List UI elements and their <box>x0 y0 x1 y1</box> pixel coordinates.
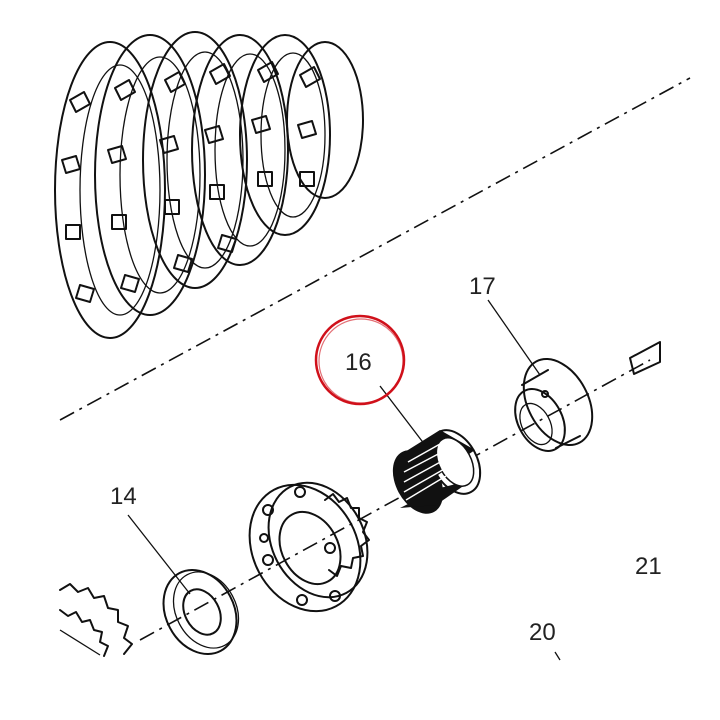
callout-16: 16 <box>345 349 372 376</box>
callout-20: 20 <box>529 619 556 646</box>
highlight-circle <box>314 314 406 406</box>
leader-line-14 <box>127 514 191 595</box>
callout-17: 17 <box>469 273 496 300</box>
clutch-hub-gear <box>248 481 370 613</box>
bushing <box>514 358 594 452</box>
lower-axis-line <box>139 359 651 641</box>
needle-roller-bearing <box>392 429 482 514</box>
leader-line-20 <box>554 651 561 661</box>
callout-21: 21 <box>635 553 662 580</box>
partial-shaft <box>629 341 661 375</box>
thrust-washer <box>162 568 240 656</box>
callout-14: 14 <box>110 483 137 510</box>
partial-gear <box>59 583 133 657</box>
leader-line-17 <box>487 299 541 376</box>
clutch-plate-stack <box>54 31 364 339</box>
upper-axis-line <box>59 77 691 421</box>
